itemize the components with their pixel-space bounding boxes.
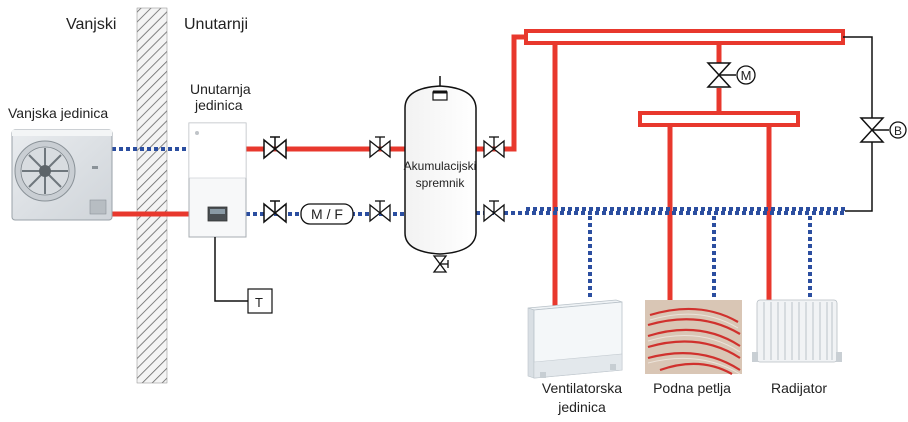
wall: [137, 8, 167, 383]
thermostat-wire: [215, 237, 248, 301]
indoor-unit-label-2: jedinica: [194, 97, 243, 113]
drain-valve: [434, 256, 448, 272]
bypass-line: [843, 37, 872, 118]
shutoff-valve-5: [484, 137, 504, 157]
indoor-unit-label-1: Unutarnja: [190, 81, 251, 97]
outdoor-zone-label: Vanjski: [66, 16, 116, 33]
shutoff-valve-2: [264, 201, 286, 222]
top-header: [526, 31, 843, 43]
filter-label: M / F: [311, 206, 343, 222]
indoor-zone-label: Unutarnji: [184, 16, 248, 33]
outdoor-unit-label: Vanjska jedinica: [8, 105, 108, 121]
shutoff-valve-4: [370, 201, 390, 221]
shutoff-valve-1: [264, 137, 286, 158]
valve-b-label: B: [894, 124, 902, 138]
indoor-unit: [189, 123, 246, 237]
bypass-line-lower: [845, 140, 872, 211]
fan-coil-image: [528, 300, 622, 378]
valve-m-label: M: [741, 68, 752, 83]
shutoff-valve-3: [370, 137, 390, 157]
tank-label-1: Akumulacijski: [404, 159, 477, 173]
floor-loop-image: [645, 300, 742, 374]
tank-label-2: spremnik: [416, 176, 466, 190]
fan-coil-label-1: Ventilatorska: [542, 380, 622, 396]
shutoff-valve-6: [484, 201, 504, 221]
lower-header: [640, 113, 798, 125]
radiator-image: [752, 300, 842, 362]
fan-coil-label-2: jedinica: [557, 399, 606, 415]
thermostat-label: T: [255, 295, 263, 310]
outdoor-unit: [12, 130, 112, 220]
radiator-label: Radijator: [771, 380, 827, 396]
floor-loop-label: Podna petlja: [653, 380, 731, 396]
